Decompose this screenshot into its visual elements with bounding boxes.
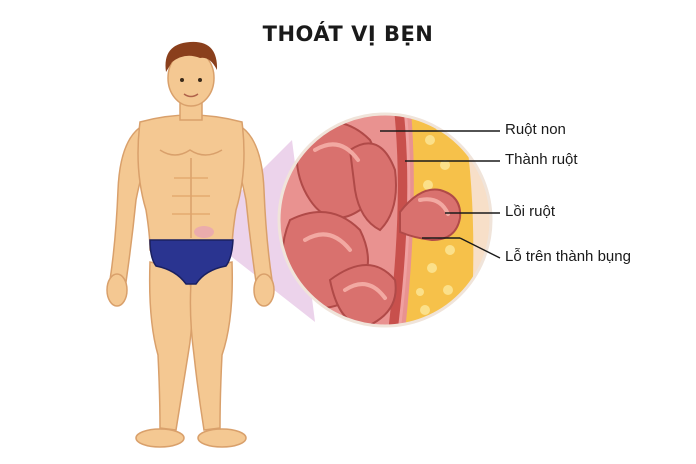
label-hernia-bulge: Lồi ruột (505, 203, 556, 220)
left-leg (148, 261, 193, 431)
hernia-bulge (399, 188, 462, 242)
right-foot (197, 428, 247, 448)
groin-highlight (194, 226, 214, 238)
left-foot (135, 428, 185, 448)
male-figure (106, 41, 275, 448)
label-intestinal-wall: Thành ruột (505, 151, 578, 168)
label-small-intestine: Ruột non (505, 121, 566, 138)
underwear (149, 239, 234, 285)
diagram-title: THOÁT VỊ BẸN (262, 22, 434, 46)
left-hand (106, 273, 128, 307)
right-leg (189, 261, 234, 431)
right-hand (253, 273, 275, 307)
leader-lines (380, 130, 501, 259)
hair (165, 41, 218, 72)
label-abdominal-wall-hole: Lỗ trên thành bụng (505, 248, 631, 265)
